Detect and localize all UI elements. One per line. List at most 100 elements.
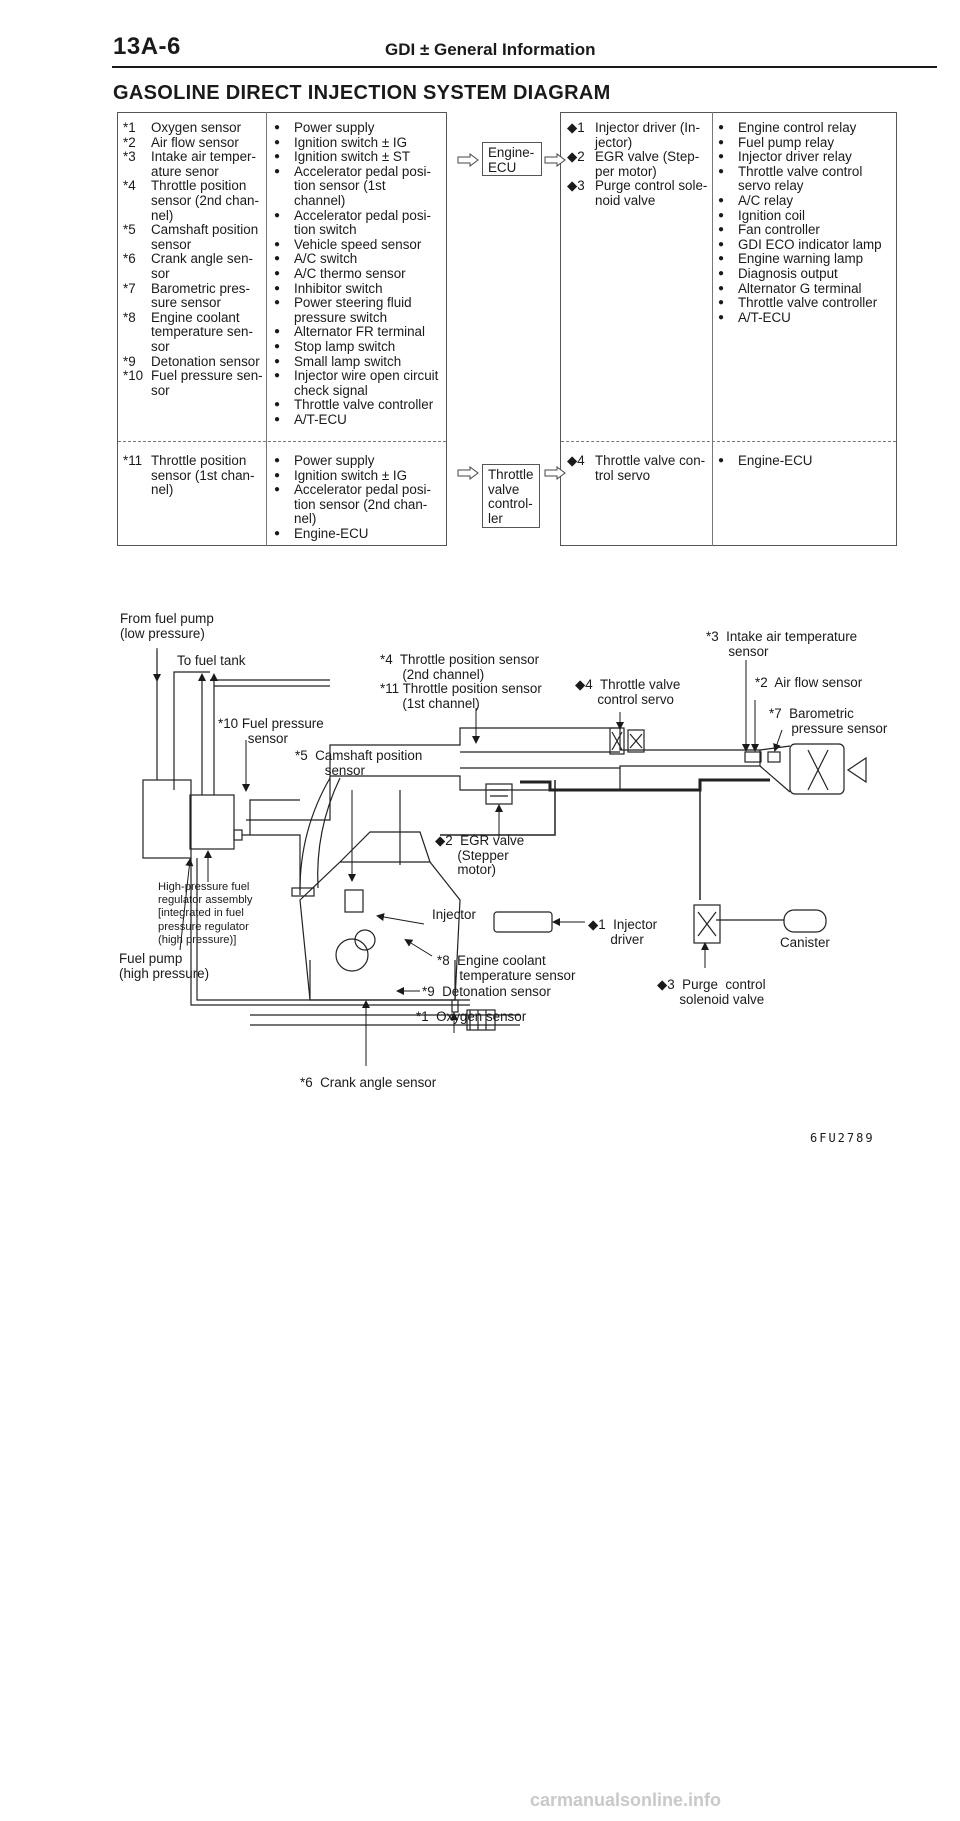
label-throttle-valve-control-servo: ◆4 Throttle valve control servo <box>575 677 681 707</box>
throttle-controller-label: Throttle valve control- ler <box>488 467 534 526</box>
bullet-icon: ● <box>274 165 281 177</box>
input-table-box <box>117 112 447 546</box>
label-from-fuel-pump: From fuel pump (low pressure) <box>120 611 214 641</box>
list-item-text: Accelerator pedal posi- tion sensor (1st… <box>294 163 431 208</box>
label-throttle-position-sensors: *4 Throttle position sensor (2nd channel… <box>380 652 542 711</box>
list-item: ●Fan controller <box>718 223 894 238</box>
label-engine-coolant-temperature-sensor: *8 Engine coolant temperature sensor <box>437 953 576 983</box>
item-number: ◆3 <box>567 178 585 194</box>
bullet-icon: ● <box>274 340 281 352</box>
list-item: ●A/C switch <box>274 252 446 267</box>
output-table-box <box>560 112 897 546</box>
list-item: ●A/C thermo sensor <box>274 265 446 282</box>
list-item-text: Power supply <box>294 453 375 468</box>
list-item: ●Throttle valve control servo relay <box>718 163 894 194</box>
label-crank-angle-sensor: *6 Crank angle sensor <box>300 1075 437 1090</box>
item-number: *9 <box>123 353 136 369</box>
list-item-text: Ignition coil <box>738 207 805 223</box>
item-text: Air flow sensor <box>151 134 239 150</box>
bullet-icon: ● <box>718 151 725 163</box>
bullet-icon: ● <box>718 209 725 221</box>
list-item: ● A/C relay <box>718 192 894 209</box>
label-barometric-pressure-sensor: *7 Barometric pressure sensor <box>769 706 888 736</box>
list-item-text: Engine warning lamp <box>738 251 864 267</box>
input-table-divider <box>266 112 267 546</box>
list-item-text: Injector wire open circuit check signal <box>294 368 439 398</box>
list-item: ● Injector driver relay <box>718 150 894 165</box>
list-item: ●Throttle valve controller <box>274 398 446 413</box>
item-text: Throttle position sensor (2nd chan- nel) <box>151 178 259 223</box>
list-item: ●Engine-ECU <box>274 525 446 542</box>
bullet-icon: ● <box>274 209 281 221</box>
bullet-icon: ● <box>274 151 281 163</box>
barometric-sensor-shape <box>767 751 781 763</box>
figure-code: 6FU2789 <box>810 1131 875 1145</box>
output-table-dash-separator <box>561 441 896 442</box>
bullet-icon: ● <box>718 267 725 279</box>
section-number: 13A-6 <box>113 33 181 60</box>
list-item: ●Ignition switch ± IG <box>274 134 446 151</box>
label-injector: Injector <box>432 907 476 922</box>
injector-driver-shape <box>493 911 553 933</box>
label-intake-air-temperature-sensor: *3 Intake air temperature sensor <box>706 629 858 659</box>
list-item: ● Injector wire open circuit check signal <box>274 368 446 398</box>
bullet-icon: ● <box>274 370 281 382</box>
list-item-text: Ignition switch ± IG <box>294 467 408 483</box>
list-item-text: A/C relay <box>738 192 794 208</box>
item-number: ◆2 <box>567 149 585 165</box>
list-item: ●Throttle valve controller <box>718 296 894 311</box>
bullet-icon: ● <box>274 399 281 411</box>
item-text: Camshaft position sensor <box>151 222 259 252</box>
list-item-text: A/C thermo sensor <box>294 265 406 281</box>
item-number: *11 <box>123 453 143 468</box>
lower-sensor-list: *11 Throttle position sensor (1st chan- n… <box>123 453 263 498</box>
lower-output-list: ●Engine-ECU <box>718 453 894 469</box>
throttle-controller-box: Throttle valve control- ler <box>482 464 540 528</box>
bullet-icon: ● <box>274 238 281 250</box>
fuel-regulator-shape <box>189 794 235 850</box>
list-item-text: Injector driver relay <box>738 149 852 165</box>
item-text: EGR valve (Step- per motor) <box>595 149 700 179</box>
list-item-text: Fuel pump relay <box>738 134 835 150</box>
label-high-pressure-regulator: High-pressure fuel regulator assembly [i… <box>158 881 253 946</box>
list-item: ● Ignition switch ± ST <box>274 150 446 165</box>
list-item-text: A/T-ECU <box>294 411 347 427</box>
item-text: Throttle position sensor (1st chan- nel) <box>151 453 255 498</box>
bullet-icon: ● <box>718 282 725 294</box>
input-table-dash-separator <box>118 441 446 442</box>
item-number: *5 <box>123 222 136 238</box>
list-item-text: Fan controller <box>738 222 820 238</box>
item-number: *7 <box>123 280 136 296</box>
label-oxygen-sensor: *1 Oxygen sensor <box>416 1009 527 1024</box>
air-flow-sensor-shape <box>744 751 762 763</box>
list-item: ●Small lamp switch <box>274 354 446 370</box>
bullet-icon: ● <box>274 122 281 133</box>
item-number: *6 <box>123 251 136 267</box>
item-number: ◆1 <box>567 120 585 135</box>
list-item-text: Throttle valve control servo relay <box>738 163 863 194</box>
list-item-text: Ignition switch ± IG <box>294 134 408 150</box>
page-title: GDI ± General Information <box>385 40 596 59</box>
arrow-from-engine-ecu-icon <box>544 153 566 167</box>
bullet-icon: ● <box>718 194 725 206</box>
list-item-text: Engine-ECU <box>294 525 369 541</box>
list-item-text: Power steering fluid pressure switch <box>294 295 412 325</box>
list-item: ●Engine control relay <box>718 120 894 136</box>
list-item-text: A/T-ECU <box>738 309 791 325</box>
canister-shape <box>783 909 827 933</box>
air-cleaner-shape <box>789 743 845 795</box>
list-item-text: Ignition switch ± ST <box>294 149 411 165</box>
list-item: ●Power supply <box>274 453 446 469</box>
output-table-divider <box>712 112 713 546</box>
list-item: ● Alternator G terminal <box>718 280 894 297</box>
list-item: ●Inhibitor switch <box>274 281 446 297</box>
arrow-to-throttle-controller-icon <box>457 466 479 480</box>
sensor-item: *11 Throttle position sensor (1st chan- n… <box>123 453 263 498</box>
list-item-text: Alternator G terminal <box>738 280 862 296</box>
